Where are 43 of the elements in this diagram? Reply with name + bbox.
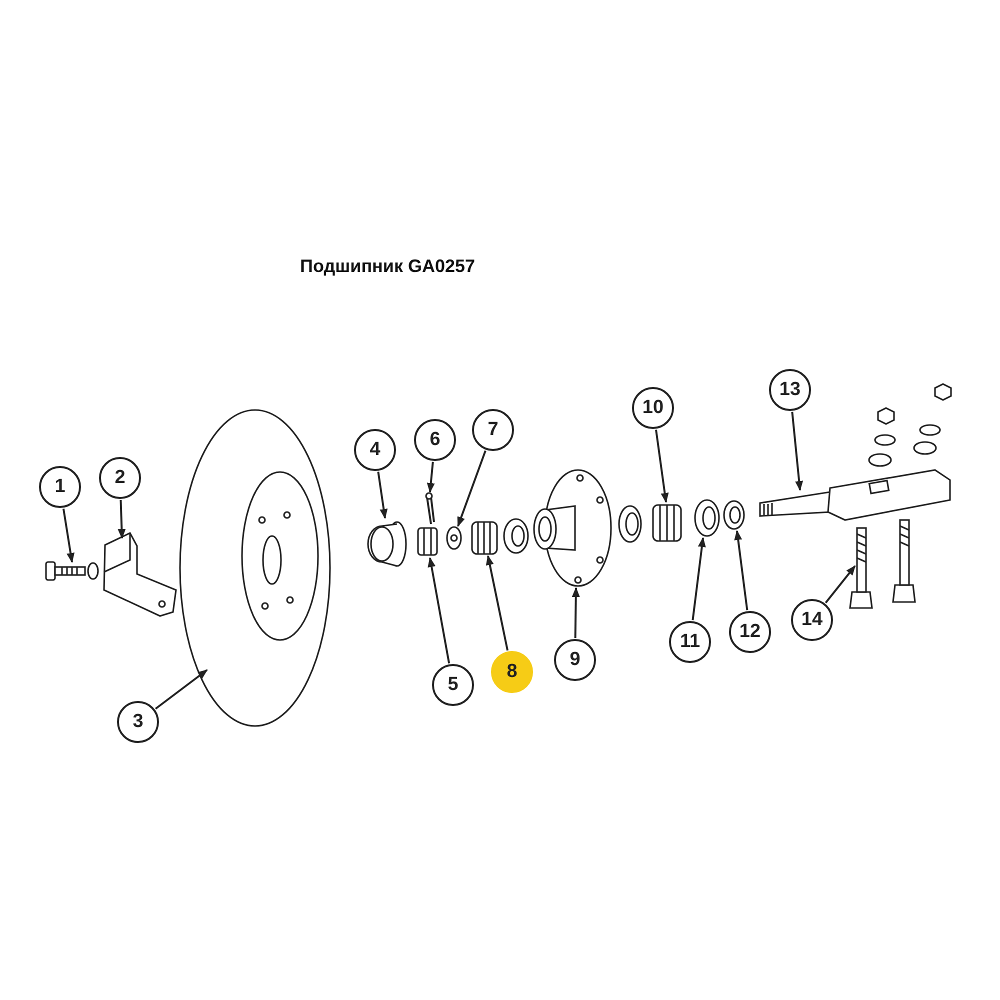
leader-line [426, 462, 435, 493]
title: Подшипник GA0257 [300, 256, 476, 277]
spindle-drawing [759, 469, 951, 521]
leader-line [486, 555, 509, 651]
leader-line [377, 472, 388, 519]
leader-line [824, 565, 856, 604]
callout-number: 10 [632, 387, 674, 429]
callout-number: 6 [414, 419, 456, 461]
callout-number: 9 [554, 639, 596, 681]
callout-number: 12 [729, 611, 771, 653]
callout-number: 3 [117, 701, 159, 743]
leader-line [118, 500, 126, 539]
callout-number: 4 [354, 429, 396, 471]
leader-line [692, 537, 706, 620]
ring-drawing [694, 499, 720, 537]
washer-drawing [446, 526, 462, 550]
leader-line [457, 450, 486, 527]
leader-line [572, 587, 580, 638]
leader-line [655, 430, 669, 503]
bearing-cone-drawing [471, 521, 498, 555]
callout-number: 13 [769, 369, 811, 411]
callout-number: 5 [432, 664, 474, 706]
dust-cap-drawing [367, 521, 407, 567]
leader-line [154, 669, 208, 710]
seal-drawing [723, 500, 745, 530]
leader-line [428, 557, 450, 664]
callout-number: 14 [791, 599, 833, 641]
leader-line [791, 412, 804, 491]
bolt-drawing [45, 561, 99, 581]
callout-number: 2 [99, 457, 141, 499]
disc-blade-drawing [179, 409, 331, 727]
spindle-bolts-drawing [849, 519, 916, 609]
roller-bearing-drawing [652, 504, 682, 542]
bracket-drawing [103, 532, 177, 617]
leader-line [734, 530, 748, 610]
callout-number: 8 [491, 651, 533, 693]
callout-number: 1 [39, 466, 81, 508]
castle-nut-drawing [417, 527, 438, 556]
callout-number: 11 [669, 621, 711, 663]
cotter-pin-drawing [425, 492, 435, 525]
hub-drawing [533, 469, 612, 587]
leader-line [62, 508, 75, 563]
callout-number: 7 [472, 409, 514, 451]
